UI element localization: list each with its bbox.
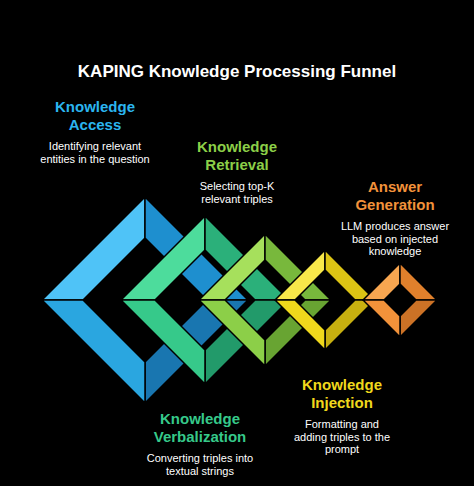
stage-description: Formatting and adding triples to the pro… bbox=[287, 418, 397, 456]
stage-heading: Knowledge Retrieval bbox=[187, 138, 287, 174]
stage-heading: Knowledge Verbalization bbox=[135, 410, 265, 446]
stage-description: LLM produces answer based on injected kn… bbox=[340, 220, 450, 258]
stage-label: Answer GenerationLLM produces answer bas… bbox=[340, 178, 450, 258]
stage-description: Converting triples into textual strings bbox=[135, 452, 265, 477]
stage-description: Identifying relevant entities in the que… bbox=[40, 140, 150, 165]
stage-heading: Knowledge Access bbox=[40, 98, 150, 134]
stage-heading: Knowledge Injection bbox=[287, 376, 397, 412]
stage-label: Knowledge InjectionFormatting and adding… bbox=[287, 376, 397, 456]
stage-label: Knowledge AccessIdentifying relevant ent… bbox=[40, 98, 150, 165]
diagram-title: KAPING Knowledge Processing Funnel bbox=[0, 62, 474, 82]
stage-heading: Answer Generation bbox=[340, 178, 450, 214]
stage-label: Knowledge VerbalizationConverting triple… bbox=[135, 410, 265, 477]
stage-description: Selecting top-K relevant triples bbox=[187, 180, 287, 205]
stage-label: Knowledge RetrievalSelecting top-K relev… bbox=[187, 138, 287, 205]
